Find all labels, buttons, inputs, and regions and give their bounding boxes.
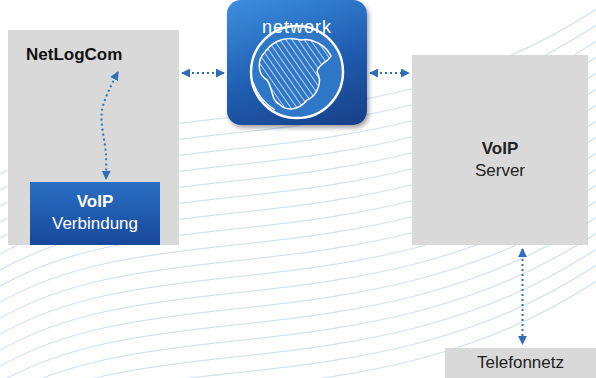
node-title: network xyxy=(227,16,367,38)
dotted-connector xyxy=(102,72,118,179)
dotted-connector xyxy=(370,72,409,74)
node-subtitle: Verbindung xyxy=(30,213,160,235)
wave-line xyxy=(0,272,596,378)
node-title: Telefonnetz xyxy=(445,352,596,374)
wave-line xyxy=(0,224,596,378)
system-box: NetLogComVoIPVerbindung xyxy=(8,30,179,245)
wave-line xyxy=(0,256,596,378)
node-title: NetLogCom xyxy=(26,44,179,66)
connection-box: VoIPVerbindung xyxy=(30,182,160,245)
node-title: VoIP xyxy=(30,191,160,213)
dotted-connector xyxy=(522,249,524,344)
network-icon: network xyxy=(227,0,367,125)
network-box: Telefonnetz xyxy=(445,348,596,378)
server-box: VoIPServer xyxy=(412,55,588,245)
wave-line xyxy=(0,240,596,378)
node-subtitle: Server xyxy=(412,160,588,182)
dotted-connector xyxy=(182,72,224,74)
node-title: VoIP xyxy=(412,138,588,160)
